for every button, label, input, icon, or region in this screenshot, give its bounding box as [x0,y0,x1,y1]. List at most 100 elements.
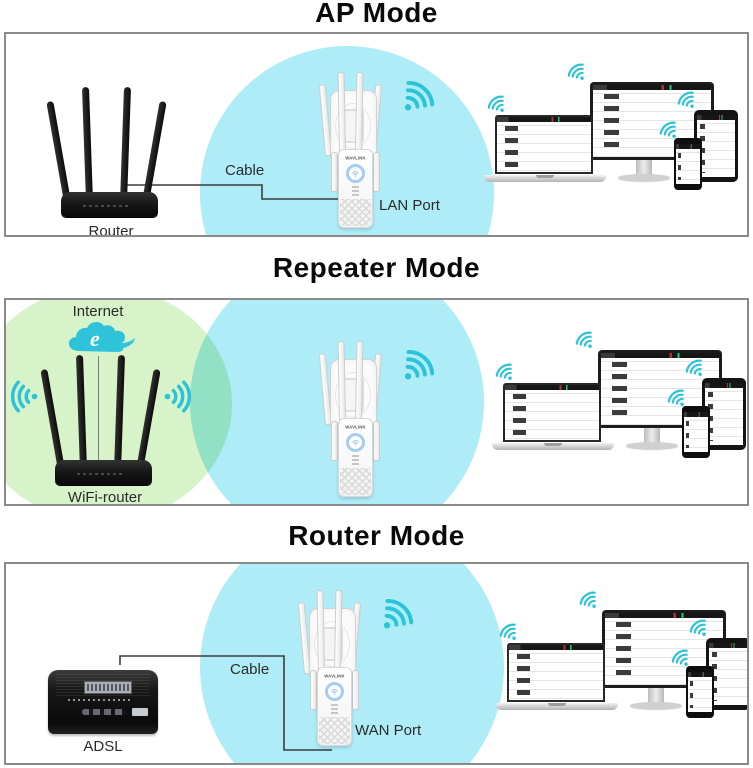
laptop [496,643,618,710]
extender-front-body: WAVLINK [338,418,373,497]
laptop-base [484,175,606,182]
router-antenna [81,86,93,203]
wifi-signal-icon [577,588,604,614]
router-antenna [114,354,126,471]
wps-button-ring [346,433,365,452]
extender-antenna [310,670,317,710]
laptop-screen [509,645,603,700]
phone-screen [676,144,700,184]
router-label: Router [88,223,134,237]
led-indicators [339,186,372,196]
wavlink-logo: WAVLINK [345,425,366,431]
extender-antenna [331,152,338,192]
internet-cloud-icon: e [68,322,135,352]
tablet [702,378,746,450]
laptop [484,115,606,182]
wifi-extender-device: WAVLINK [302,71,442,232]
router-antenna [46,100,71,203]
extender-pattern [340,468,371,495]
wan-port-label: WAN Port [355,722,422,739]
extender-antenna [337,340,346,424]
monitor-base [626,442,678,449]
router-antenna [136,368,161,471]
wifi-router-device [40,350,200,485]
extender-antenna [316,589,325,673]
repeater-mode-panel: Internet e WiFi-router WAVLINK [4,298,749,506]
tablet-screen [705,383,743,445]
client-devices-cluster [484,62,740,192]
wifi-router-label: WiFi-router [67,489,143,506]
router-antenna [40,368,65,471]
router-antenna [120,86,132,203]
internet-label: Internet [72,303,124,320]
extender-front-body: WAVLINK [338,149,373,228]
ap-mode-title: AP Mode [315,0,438,28]
wavlink-logo: WAVLINK [324,674,345,680]
extender-antenna [352,670,359,710]
extender-front-body: WAVLINK [317,667,352,746]
laptop [492,383,614,450]
cable-label: Cable [225,162,265,179]
cable-label: Cable [230,661,270,678]
client-devices-cluster [492,328,747,460]
extender-antenna [355,71,364,155]
monitor-base [618,174,670,181]
router-antenna [75,354,87,471]
router-body [61,192,158,217]
extender-antenna [331,421,338,461]
svg-text:e: e [90,326,100,351]
lan-port-label: LAN Port [379,197,440,214]
extender-pattern [340,199,371,226]
extender-antenna [337,71,346,155]
repeater-mode-title: Repeater Mode [272,252,481,283]
led-indicators [339,455,372,465]
wifi-signal-icon [573,328,600,354]
laptop-base [492,443,614,450]
smartphone [674,138,702,190]
internet-connection-line [98,356,99,462]
wifi-signal-icon [392,343,441,392]
wps-button-ring [346,164,365,183]
router-antenna [142,100,167,203]
wifi-signal-icon [392,74,441,123]
wavlink-logo: WAVLINK [345,156,366,162]
router-body [55,460,152,485]
extender-antenna [373,152,380,192]
wifi-signal-icon [371,592,420,641]
wps-button-ring [325,682,344,701]
smartphone [686,666,714,718]
extender-antenna [373,421,380,461]
extender-antenna [355,340,364,424]
router-mode-panel: Cable ADSL WAVLINK [4,562,749,765]
modem-buttons [82,709,126,715]
tablet-screen [709,643,747,705]
adsl-label: ADSL [83,738,123,755]
client-devices-cluster [496,588,747,720]
monitor-stand [636,160,652,175]
extender-pattern [319,717,350,744]
laptop-screen [497,117,591,172]
router-device [46,82,206,217]
wifi-signal-icon [10,381,39,413]
led-indicators [318,704,351,714]
ap-mode-panel: Cable Router WAVLINK LAN P [4,32,749,237]
wps-wifi-icon [331,689,338,695]
extender-antenna [334,589,343,673]
monitor-stand [648,688,664,703]
laptop-screen [505,385,599,440]
phone-screen [688,672,712,712]
modem-display [84,681,132,694]
monitor-base [630,702,682,709]
adsl-modem-device [48,670,158,734]
wps-wifi-icon [352,171,359,177]
monitor-stand [644,428,660,443]
wifi-extender-device: WAVLINK [302,340,442,501]
wps-wifi-icon [352,440,359,446]
desktop-monitor [602,610,726,709]
tablet-screen [697,115,735,177]
smartphone [682,406,710,458]
wifi-signal-icon [565,60,592,86]
laptop-base [496,703,618,710]
phone-screen [684,412,708,452]
